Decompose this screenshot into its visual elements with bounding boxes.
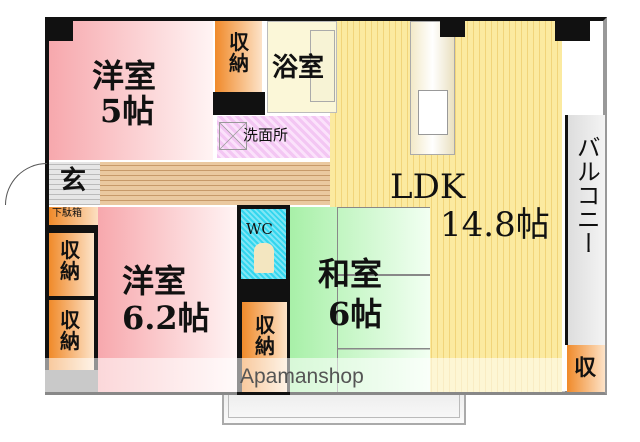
balcony <box>565 115 605 345</box>
storage-top <box>215 21 262 92</box>
wall-block <box>440 17 465 37</box>
western-5-name: 洋室 <box>92 57 157 95</box>
bottom-balcony-inner <box>228 395 460 418</box>
bath-label: 浴室 <box>272 53 325 83</box>
washing-machine <box>219 122 247 150</box>
japanese-6-size: 6帖 <box>328 295 383 333</box>
western-5-size: 5帖 <box>100 92 155 130</box>
wall-block <box>555 17 590 41</box>
ldk-size: 14.8帖 <box>440 205 550 245</box>
wc-label: WC <box>246 220 273 238</box>
storage-left-1 <box>49 233 94 296</box>
bathtub <box>310 30 335 102</box>
japanese-6-name: 和室 <box>318 255 383 293</box>
washroom-label: 洗面所 <box>243 126 289 144</box>
wall-block <box>213 92 265 115</box>
balcony-label: バルコニー <box>572 135 601 255</box>
watermark: Apamanshop <box>240 365 364 388</box>
storage-left-2-label: 収納 <box>60 308 80 353</box>
bottom-balcony <box>222 395 466 425</box>
storage-top-label: 収納 <box>229 30 249 75</box>
hallway <box>100 162 330 205</box>
western-62-size: 6.2帖 <box>122 299 210 337</box>
storage-left-1-label: 収納 <box>60 238 80 283</box>
storage-balcony <box>567 345 605 392</box>
western-62-name: 洋室 <box>122 262 187 300</box>
watermark-bar <box>45 358 565 392</box>
storage-balcony-label: 収 <box>574 355 597 381</box>
storage-mid-label: 収納 <box>255 313 275 358</box>
shoe-box <box>49 207 100 225</box>
entrance <box>49 162 100 205</box>
entrance-label: 玄 <box>60 166 87 196</box>
entrance-door[interactable] <box>5 163 47 205</box>
toilet-icon <box>254 243 274 273</box>
kitchen-sink <box>418 90 448 135</box>
shoe-box-label: 下駄箱 <box>52 208 82 219</box>
room-western-5 <box>49 21 213 160</box>
wall-block <box>49 21 73 41</box>
ldk-name: LDK <box>390 167 466 207</box>
